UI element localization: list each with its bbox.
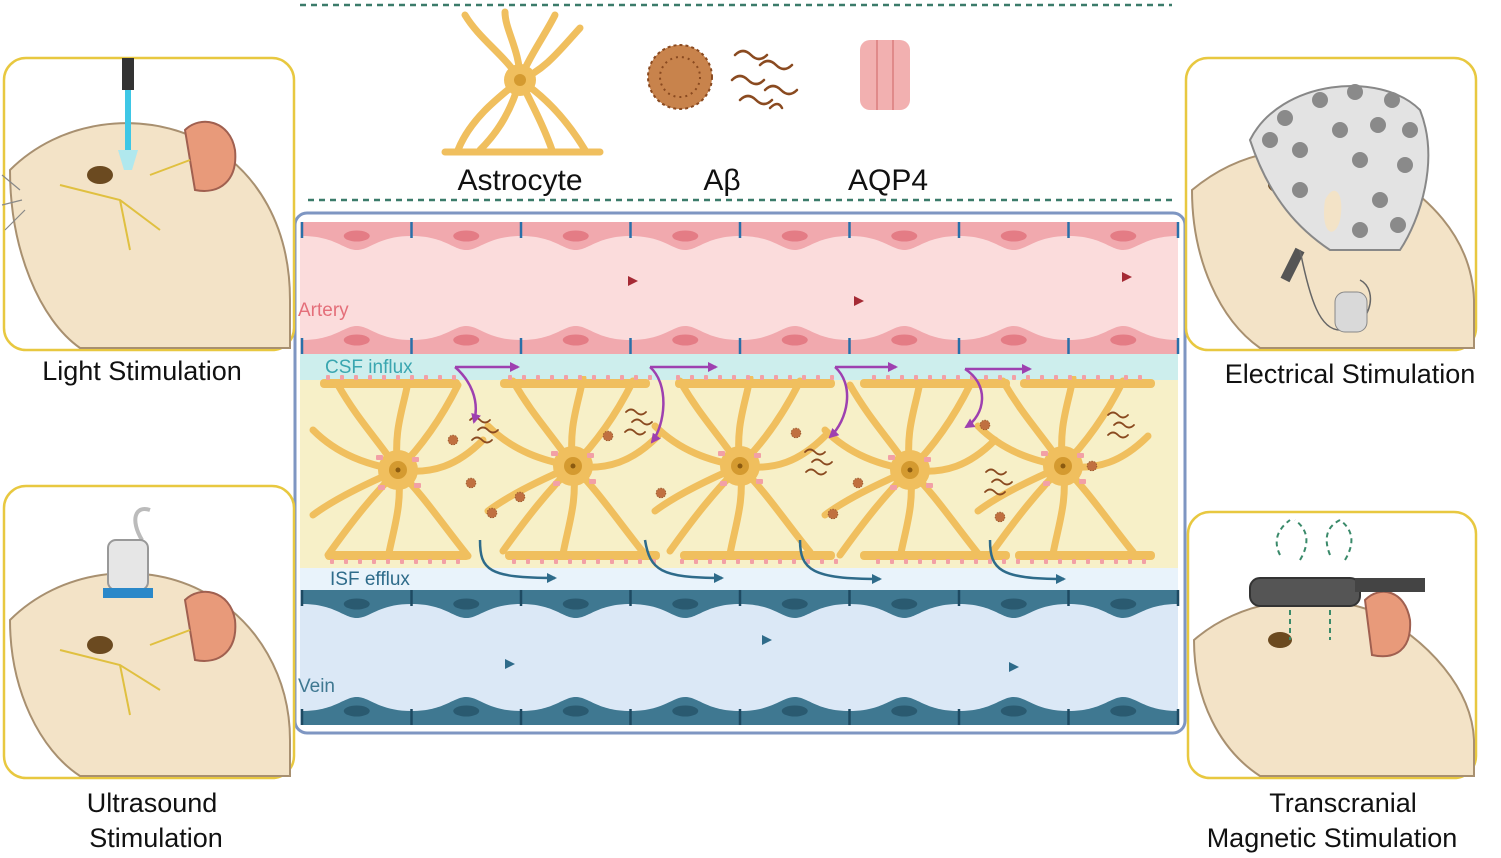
csf-influx-arrows [454, 362, 1032, 444]
ultrasound-label-line2: Stimulation [89, 823, 223, 853]
isf-efflux-label: ISF efflux [330, 569, 410, 590]
csf-influx-label: CSF influx [325, 357, 413, 378]
legend-label-abeta: Aβ [703, 164, 740, 197]
legend-aqp4-icon [860, 40, 910, 110]
tms-label-line2: Magnetic Stimulation [1207, 823, 1458, 853]
ultrasound-stimulation-panel: Ultrasound Stimulation [2, 484, 296, 853]
ultrasound-probe-icon [103, 507, 153, 598]
light-stimulation-panel: Light Stimulation [1, 56, 296, 386]
legend: Astrocyte Aβ AQP4 [441, 8, 928, 197]
vein-lumen [300, 590, 1178, 725]
artery-flow-arrows [462, 272, 1132, 306]
legend-abeta-fibril-icon [730, 49, 799, 110]
electrical-stimulation-label: Electrical Stimulation [1225, 359, 1476, 389]
vein-flow-arrows [392, 635, 1019, 672]
mouse-head-illustration [8, 572, 291, 777]
eeg-cap-icon [1248, 84, 1430, 333]
aqp4-channels [326, 375, 1146, 564]
isf-band [300, 568, 1178, 590]
ultrasound-label-line1: Ultrasound [87, 788, 218, 818]
optic-fiber-icon [118, 58, 138, 170]
vein-endothelium-top [300, 590, 1180, 618]
isf-efflux-arrows [478, 539, 1066, 584]
legend-astrocyte-icon [441, 8, 604, 156]
abeta-fibrils [469, 408, 1135, 496]
vein-endothelium-bottom [300, 697, 1180, 725]
mouse-head-illustration [1192, 590, 1475, 777]
glymphatic-panel: Artery CSF influx ISF efflux Vein [293, 211, 1187, 735]
artery-endothelium-top [300, 222, 1180, 250]
astrocyte-endfeet [320, 379, 1155, 560]
tms-label-line1: Transcranial [1269, 788, 1417, 818]
legend-label-astrocyte: Astrocyte [457, 164, 582, 197]
csf-band [300, 354, 1178, 380]
legend-label-aqp4: AQP4 [848, 164, 928, 197]
mouse-head-illustration [1, 120, 291, 349]
tms-coil-icon [1249, 519, 1425, 640]
tms-stimulation-panel: Transcranial Magnetic Stimulation [1186, 510, 1478, 853]
artery-lumen [300, 222, 1178, 354]
light-stimulation-label: Light Stimulation [42, 356, 242, 386]
artery-endothelium-bottom [300, 326, 1180, 354]
legend-abeta-plaque-icon [647, 44, 713, 110]
vein-label: Vein [298, 676, 335, 697]
artery-label: Artery [298, 300, 349, 321]
electrical-stimulation-panel: Electrical Stimulation [1184, 56, 1478, 389]
